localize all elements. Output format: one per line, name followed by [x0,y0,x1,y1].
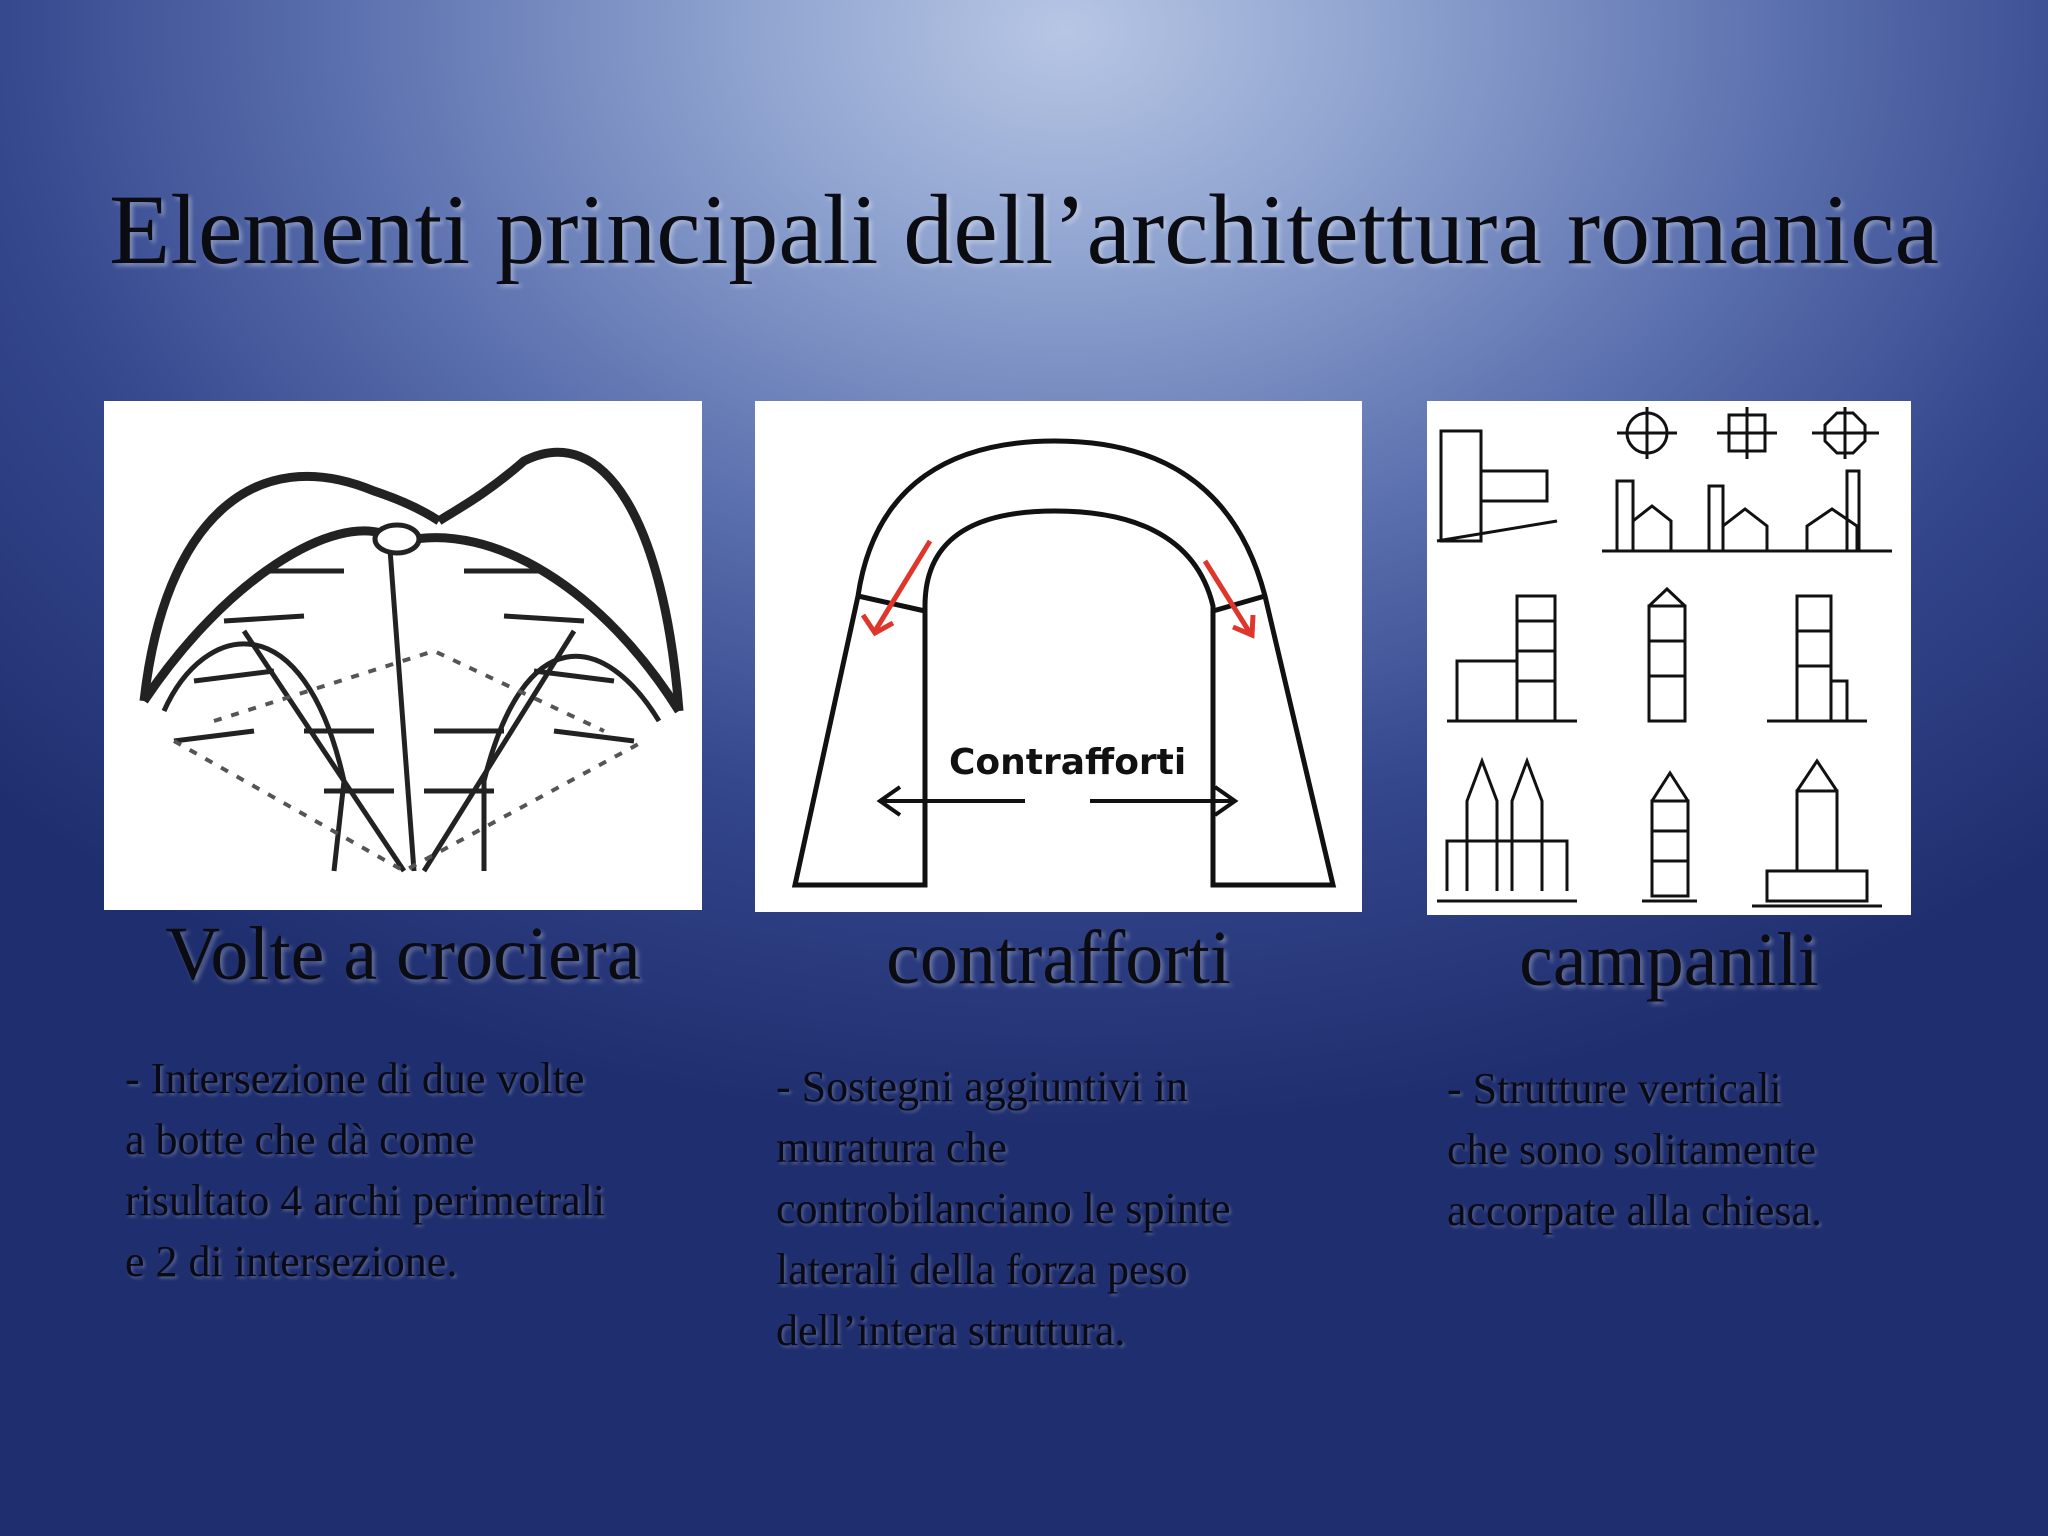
card-caption-contrafforti: contrafforti [886,916,1231,1000]
card-description-contrafforti: - Sostegni aggiuntivi in muratura che co… [776,1056,1231,1361]
card-description-volte: - Intersezione di due volte a botte che … [125,1048,605,1292]
cross-vault-image [104,401,702,910]
description-line: dell’intera struttura. [776,1306,1126,1355]
buttress-image: Contrafforti [755,401,1362,912]
slide-title: Elementi principali dell’architettura ro… [109,174,1939,285]
description-line: - Intersezione di due volte [125,1054,585,1103]
buttress-arch-icon: Contrafforti [791,438,1337,888]
description-line: controbilanciano le spinte [776,1184,1231,1233]
description-line: muratura che [776,1123,1007,1172]
description-line: e 2 di intersezione. [125,1237,458,1286]
description-line: che sono solitamente [1447,1125,1817,1174]
cross-vault-icon [139,447,684,874]
card-caption-volte: Volte a crociera [165,912,641,996]
card-caption-campanili: campanili [1519,918,1819,1002]
description-line: laterali della forza peso [776,1245,1188,1294]
description-line: a botte che dà come [125,1115,475,1164]
description-line: - Sostegni aggiuntivi in [776,1062,1188,1111]
card-description-campanili: - Strutture verticali che sono solitamen… [1447,1058,1822,1241]
image-label-contrafforti: Contrafforti [949,742,1186,783]
bell-towers-icon [1436,407,1892,908]
description-line: accorpate alla chiesa. [1447,1186,1822,1235]
description-line: risultato 4 archi perimetrali [125,1176,606,1225]
description-line: - Strutture verticali [1447,1064,1782,1113]
bell-towers-image [1427,401,1911,915]
